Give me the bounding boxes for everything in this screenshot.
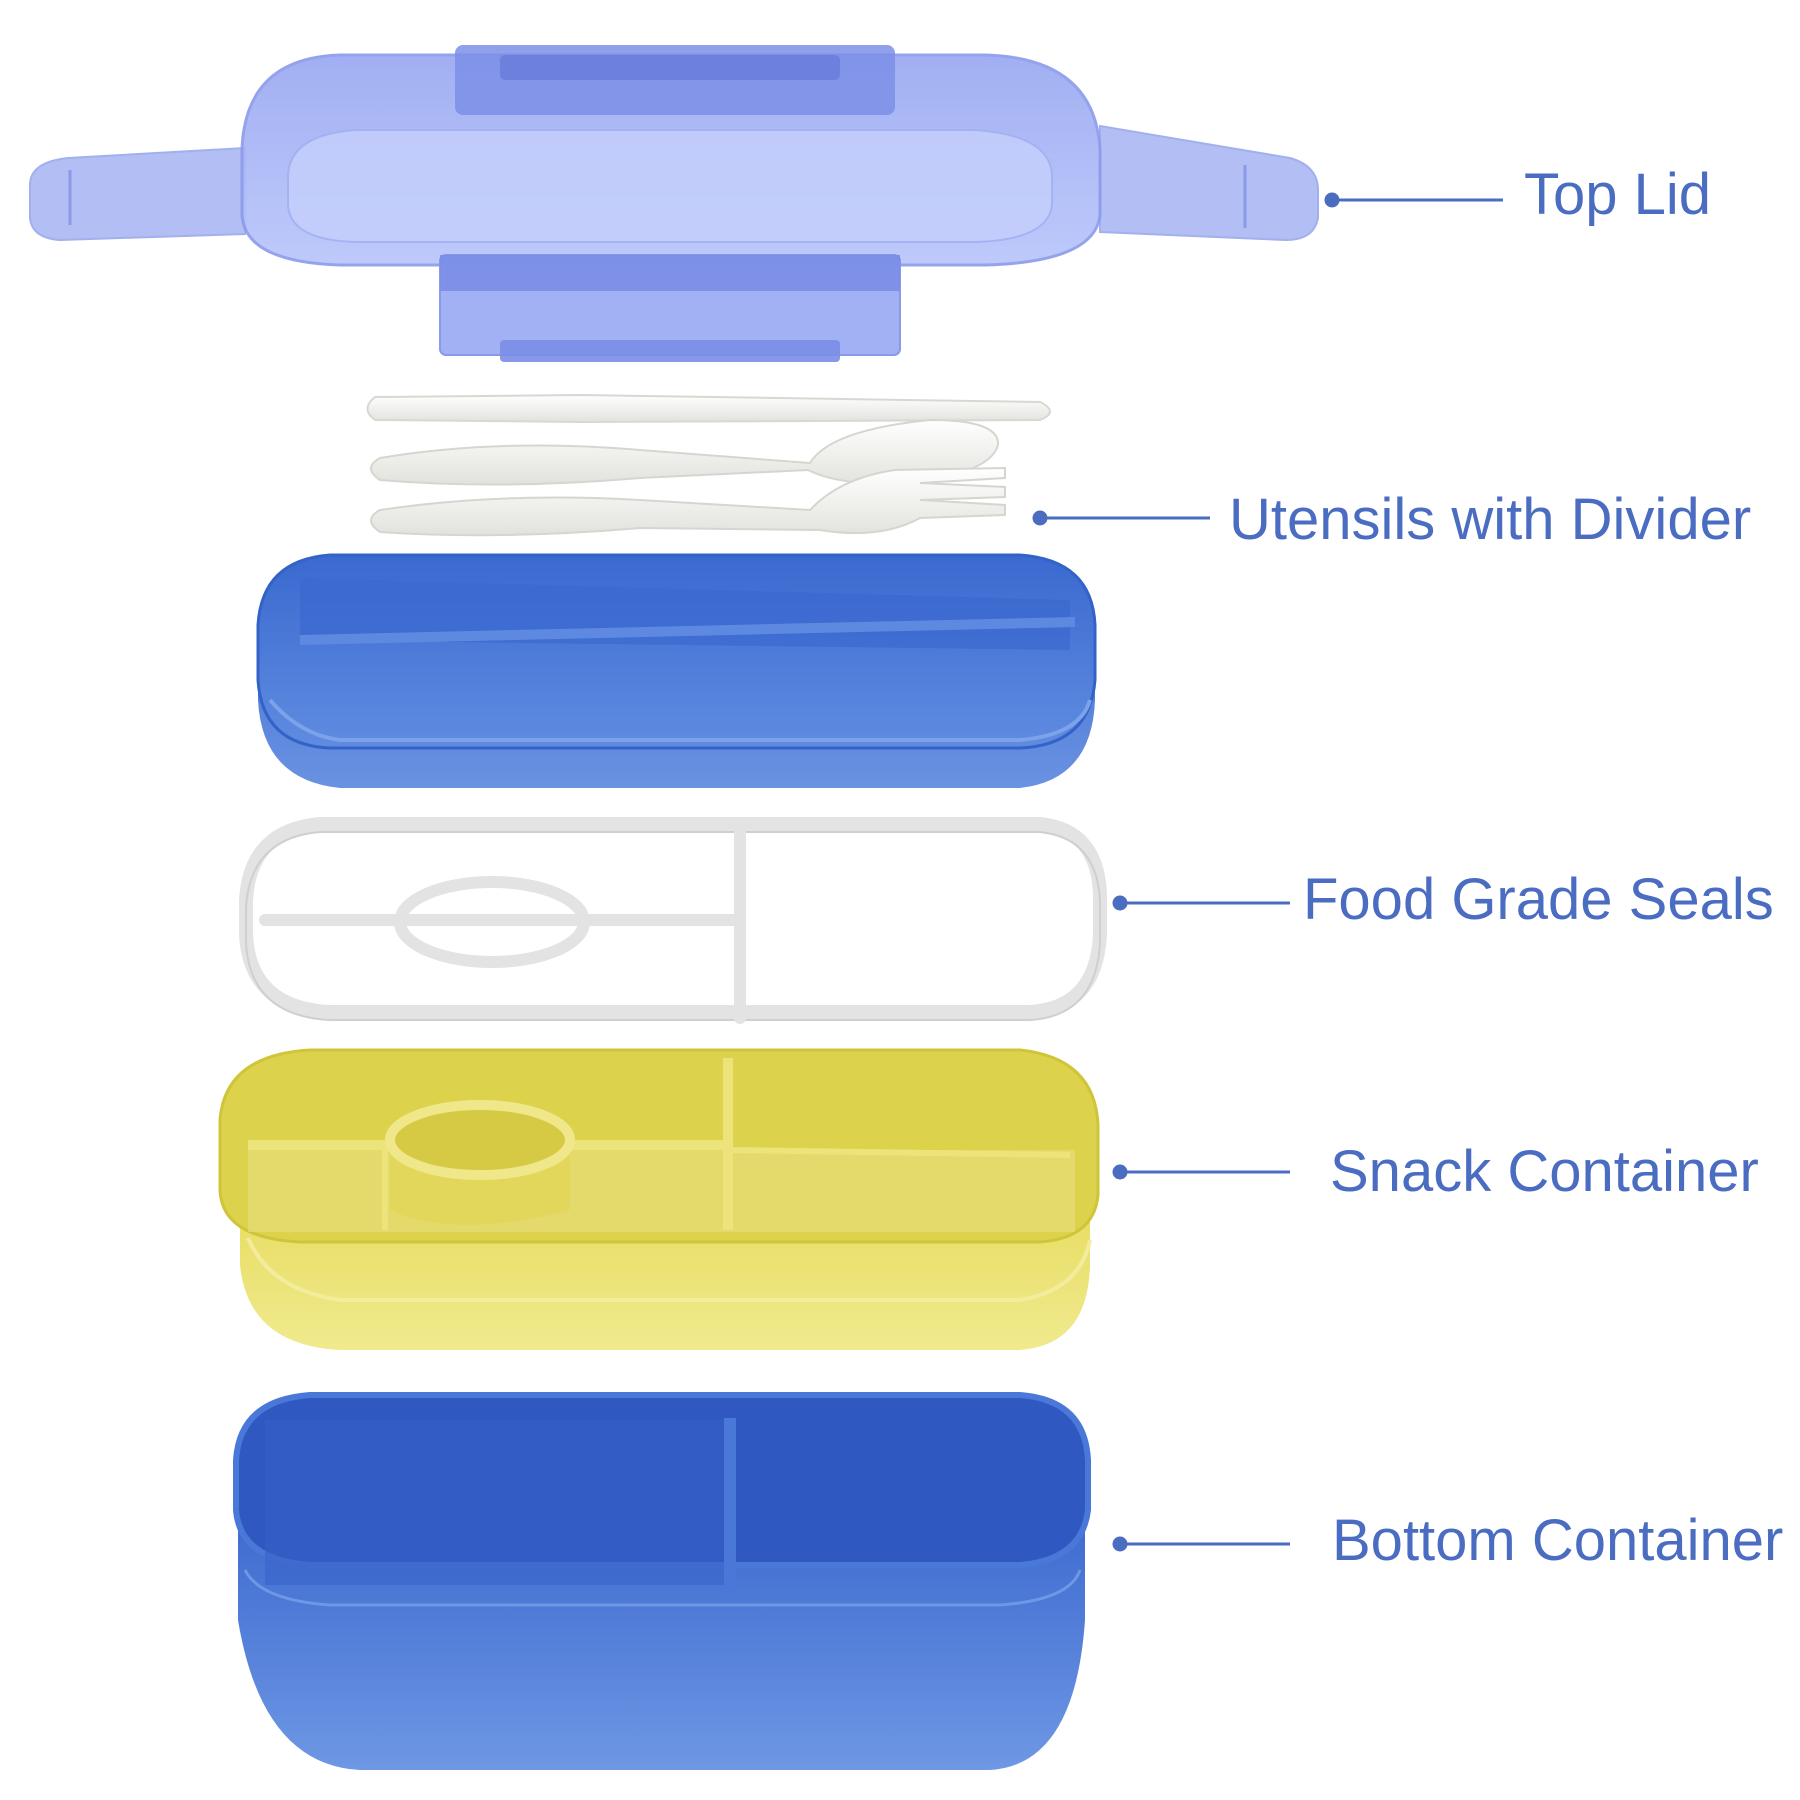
label-bottom-container: Bottom Container xyxy=(1332,1508,1784,1573)
leader-snack xyxy=(1112,1164,1290,1180)
knife xyxy=(366,393,1051,424)
top-lid xyxy=(29,45,1319,362)
leader-utensils xyxy=(1032,510,1210,526)
tray-divider xyxy=(299,617,1076,645)
seal-cup-ring xyxy=(394,876,590,968)
lid-left-clip xyxy=(29,146,246,242)
seal-outer-ring xyxy=(239,817,1107,1019)
snack-container xyxy=(218,1048,1100,1350)
label-snack-container: Snack Container xyxy=(1330,1139,1759,1204)
utensil-tray xyxy=(256,553,1097,788)
leader-lines xyxy=(1032,192,1503,1552)
leader-top-lid xyxy=(1324,192,1503,208)
fork xyxy=(370,466,1006,537)
label-utensils-with-divider: Utensils with Divider xyxy=(1229,487,1752,552)
utensils-set xyxy=(366,393,1051,537)
bottom-container xyxy=(233,1392,1091,1770)
label-top-lid: Top Lid xyxy=(1524,162,1712,227)
leader-bottom xyxy=(1112,1536,1290,1552)
leader-seals xyxy=(1112,895,1290,911)
label-food-grade-seals: Food Grade Seals xyxy=(1303,867,1774,932)
spoon xyxy=(370,418,1000,486)
food-grade-seal xyxy=(239,817,1107,1024)
lid-right-clip xyxy=(1099,124,1319,242)
